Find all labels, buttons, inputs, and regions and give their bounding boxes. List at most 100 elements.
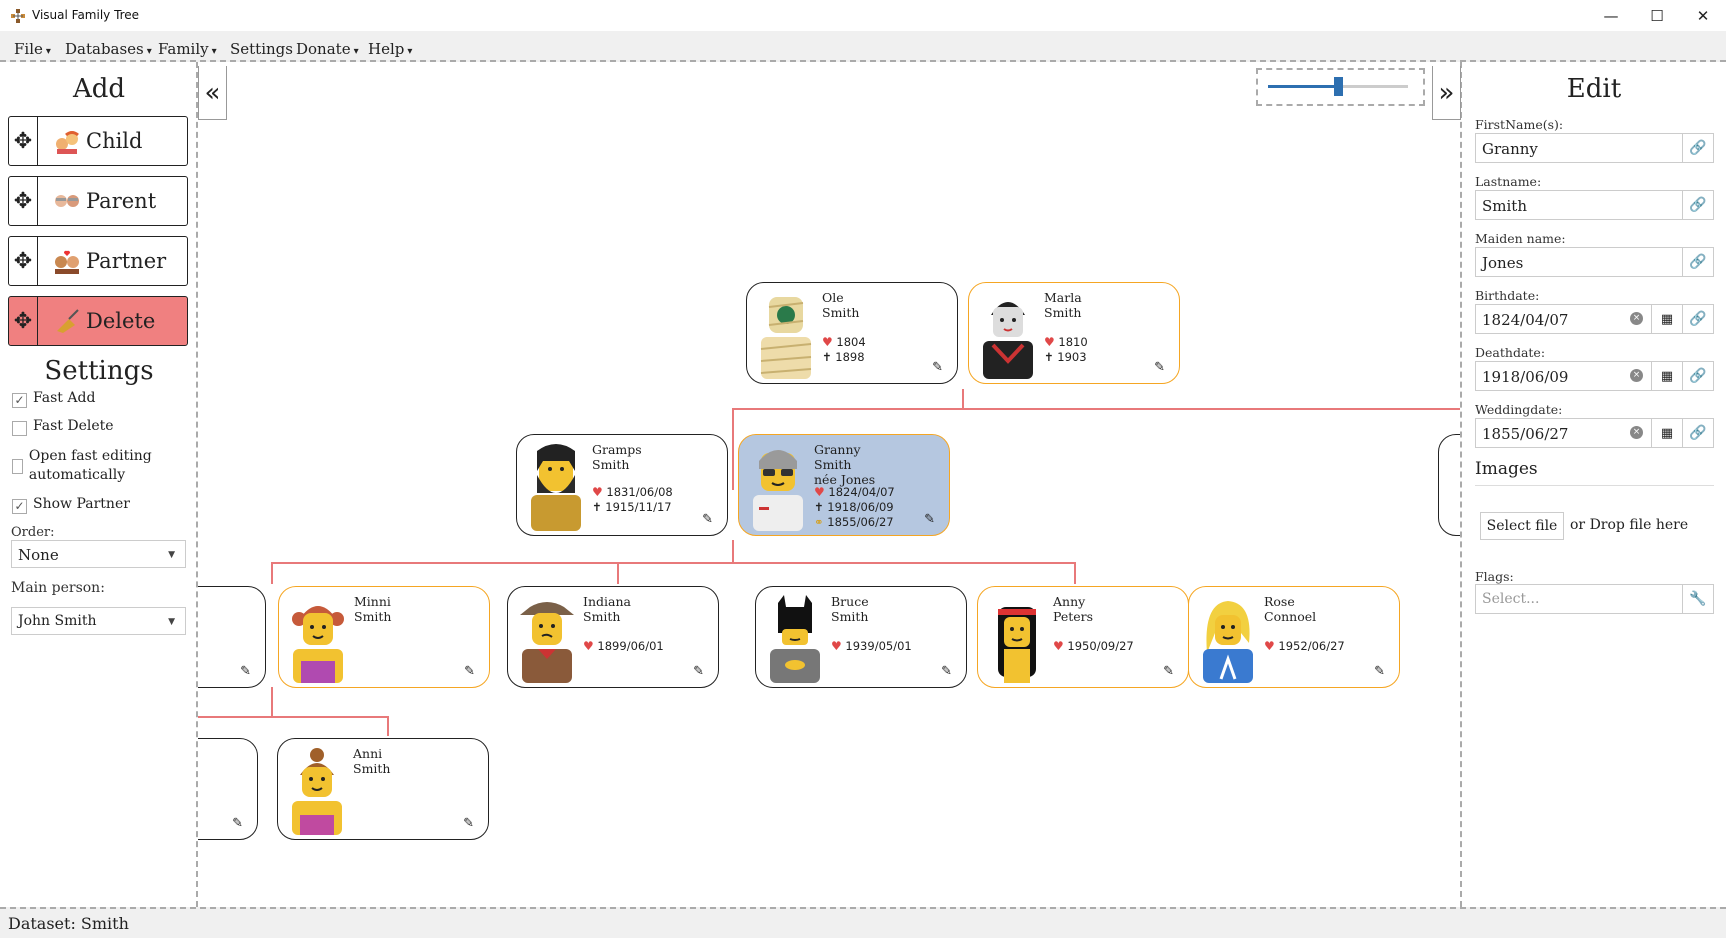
person-card-partial[interactable]	[1438, 434, 1460, 536]
edit-pencil-icon[interactable]: ✎	[464, 664, 475, 679]
last-name: Smith	[583, 609, 621, 624]
deathdate-label: Deathdate:	[1475, 345, 1546, 360]
collapse-left-panel-button[interactable]: «	[198, 66, 227, 120]
cross-icon: ✝	[822, 350, 832, 364]
add-child-button[interactable]: ✥ Child	[8, 116, 188, 166]
open-fast-editing-checkbox[interactable]: Open fast editing automatically	[12, 447, 182, 485]
add-partner-button[interactable]: ✥ Partner	[8, 236, 188, 286]
order-label: Order:	[11, 525, 55, 540]
edit-pencil-icon[interactable]: ✎	[463, 816, 474, 831]
calendar-icon[interactable]: ▦	[1651, 419, 1682, 447]
first-name: Anny	[1053, 594, 1086, 609]
mummy-avatar-icon	[760, 297, 812, 379]
first-name: Minni	[354, 594, 391, 609]
move-icon[interactable]: ✥	[9, 237, 38, 285]
main-person-select[interactable]: John Smith▼	[11, 607, 186, 635]
link-icon[interactable]: 🔗	[1682, 305, 1713, 333]
divider	[1475, 485, 1714, 486]
link-icon[interactable]: 🔗	[1682, 362, 1713, 390]
clear-icon[interactable]: ×	[1630, 369, 1643, 382]
edit-pencil-icon[interactable]: ✎	[932, 360, 943, 375]
edit-pencil-icon[interactable]: ✎	[1154, 360, 1165, 375]
menu-help[interactable]: Help▾	[368, 40, 413, 58]
deathdate-field[interactable]: 1918/06/09×▦🔗	[1475, 361, 1714, 391]
weddingdate-field[interactable]: 1855/06/27×▦🔗	[1475, 418, 1714, 448]
move-icon[interactable]: ✥	[9, 177, 38, 225]
fast-delete-checkbox[interactable]: Fast Delete	[12, 418, 114, 436]
wrench-icon[interactable]: 🔧	[1682, 585, 1713, 613]
lastname-label: Lastname:	[1475, 174, 1542, 189]
collapse-right-panel-button[interactable]: »	[1432, 66, 1461, 120]
menu-donate[interactable]: Donate▾	[296, 40, 359, 58]
order-select[interactable]: None▼	[11, 540, 186, 568]
cross-icon: ✝	[814, 500, 824, 514]
move-icon[interactable]: ✥	[9, 117, 38, 165]
edit-pencil-icon[interactable]: ✎	[941, 664, 952, 679]
menu-settings[interactable]: Settings	[230, 40, 293, 58]
title-bar	[0, 0, 1726, 31]
calendar-icon[interactable]: ▦	[1651, 362, 1682, 390]
person-card-partial[interactable]: ✎	[198, 738, 258, 840]
drop-file-hint: or Drop file here	[1570, 517, 1689, 533]
edit-pencil-icon[interactable]: ✎	[924, 512, 935, 527]
link-icon[interactable]: 🔗	[1682, 191, 1713, 219]
chevron-down-icon: ▾	[353, 46, 359, 57]
last-name: Smith	[831, 609, 869, 624]
vampire-avatar-icon	[983, 302, 1033, 379]
fast-add-checkbox[interactable]: ✓Fast Add	[12, 390, 95, 408]
checkmark-icon: ✓	[12, 393, 27, 408]
menu-file[interactable]: File▾	[14, 40, 51, 58]
edit-pencil-icon[interactable]: ✎	[240, 664, 251, 679]
lastname-field[interactable]: Smith🔗	[1475, 190, 1714, 220]
first-name: Marla	[1044, 290, 1082, 305]
edit-pencil-icon[interactable]: ✎	[1374, 664, 1385, 679]
delete-button[interactable]: ✥ Delete	[8, 296, 188, 346]
last-name: Connoel	[1264, 609, 1317, 624]
calendar-icon[interactable]: ▦	[1651, 305, 1682, 333]
close-button[interactable]: ✕	[1696, 6, 1710, 25]
move-icon[interactable]: ✥	[9, 297, 38, 345]
flags-select[interactable]: Select...🔧	[1475, 584, 1714, 614]
maiden-name-field[interactable]: Jones🔗	[1475, 247, 1714, 277]
edit-pencil-icon[interactable]: ✎	[1163, 664, 1174, 679]
show-partner-checkbox[interactable]: ✓Show Partner	[12, 496, 130, 514]
link-icon[interactable]: 🔗	[1682, 419, 1713, 447]
select-file-button[interactable]: Select file	[1480, 512, 1564, 540]
link-icon[interactable]: 🔗	[1682, 248, 1713, 276]
menu-family[interactable]: Family▾	[158, 40, 217, 58]
menu-databases[interactable]: Databases▾	[65, 40, 152, 58]
minimize-button[interactable]: —	[1603, 6, 1619, 25]
connector-line	[198, 716, 388, 718]
first-name: Anni	[353, 746, 383, 761]
add-parent-label: Parent	[86, 189, 157, 213]
maximize-button[interactable]: ☐	[1650, 6, 1664, 25]
edit-pencil-icon[interactable]: ✎	[232, 816, 243, 831]
first-name: Indiana	[583, 594, 631, 609]
clear-icon[interactable]: ×	[1630, 312, 1643, 325]
link-icon[interactable]: 🔗	[1682, 134, 1713, 162]
clear-icon[interactable]: ×	[1630, 426, 1643, 439]
edit-pencil-icon[interactable]: ✎	[693, 664, 704, 679]
firstname-field[interactable]: Granny🔗	[1475, 133, 1714, 163]
zoom-slider-thumb[interactable]	[1334, 77, 1343, 96]
edit-pencil-icon[interactable]: ✎	[702, 512, 713, 527]
person-card-partial[interactable]: ✎	[198, 586, 266, 688]
connector-line	[387, 716, 389, 736]
last-name: Smith	[354, 609, 392, 624]
status-bar	[0, 907, 1726, 938]
birthdate-label: Birthdate:	[1475, 288, 1540, 303]
last-name: Smith	[814, 457, 852, 472]
add-parent-button[interactable]: ✥ Parent	[8, 176, 188, 226]
birthdate-field[interactable]: 1824/04/07×▦🔗	[1475, 304, 1714, 334]
